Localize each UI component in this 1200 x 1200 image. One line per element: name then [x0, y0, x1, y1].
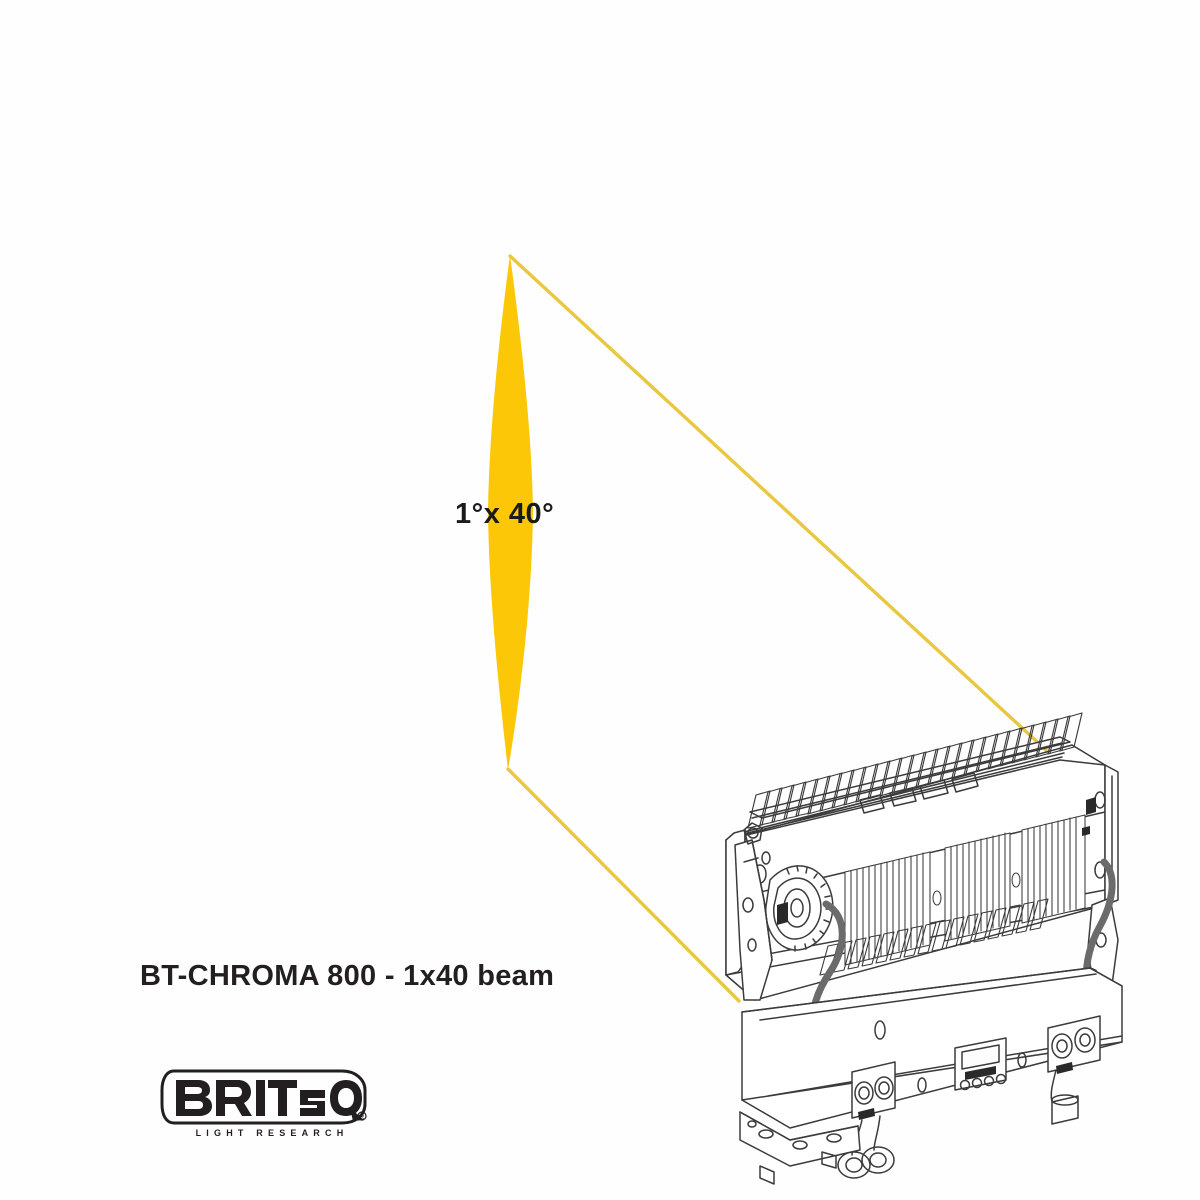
briteq-tagline: LIGHT RESEARCH — [195, 1128, 349, 1138]
button-plus — [995, 1073, 1007, 1085]
button-minus — [959, 1079, 971, 1091]
top-detail-tabs — [777, 797, 1096, 925]
product-title: BT-CHROMA 800 - 1x40 beam — [140, 960, 555, 992]
button-left — [971, 1077, 983, 1089]
control-panel[interactable] — [954, 1037, 1007, 1091]
beam-angle-label: 1°x 40° — [455, 498, 555, 530]
dmx-connectors — [1047, 1015, 1101, 1125]
button-right — [983, 1075, 995, 1087]
svg-text:R: R — [360, 1115, 365, 1121]
beam-ray-lower — [506, 767, 741, 1003]
power-connectors — [837, 1061, 896, 1179]
beam-ray-upper — [508, 254, 1048, 752]
led-panel — [844, 814, 1086, 966]
heatsink-fins-top — [747, 712, 1083, 829]
base-plate — [739, 1111, 861, 1185]
yoke-bracket — [734, 822, 1119, 1001]
display-screen — [961, 1044, 1000, 1070]
briteq-logo: R LIGHT RESEARCH — [160, 1068, 370, 1150]
briteq-wordmark: R — [160, 1069, 367, 1125]
beam-lens-shape — [488, 255, 533, 770]
top-rail — [749, 736, 1071, 819]
